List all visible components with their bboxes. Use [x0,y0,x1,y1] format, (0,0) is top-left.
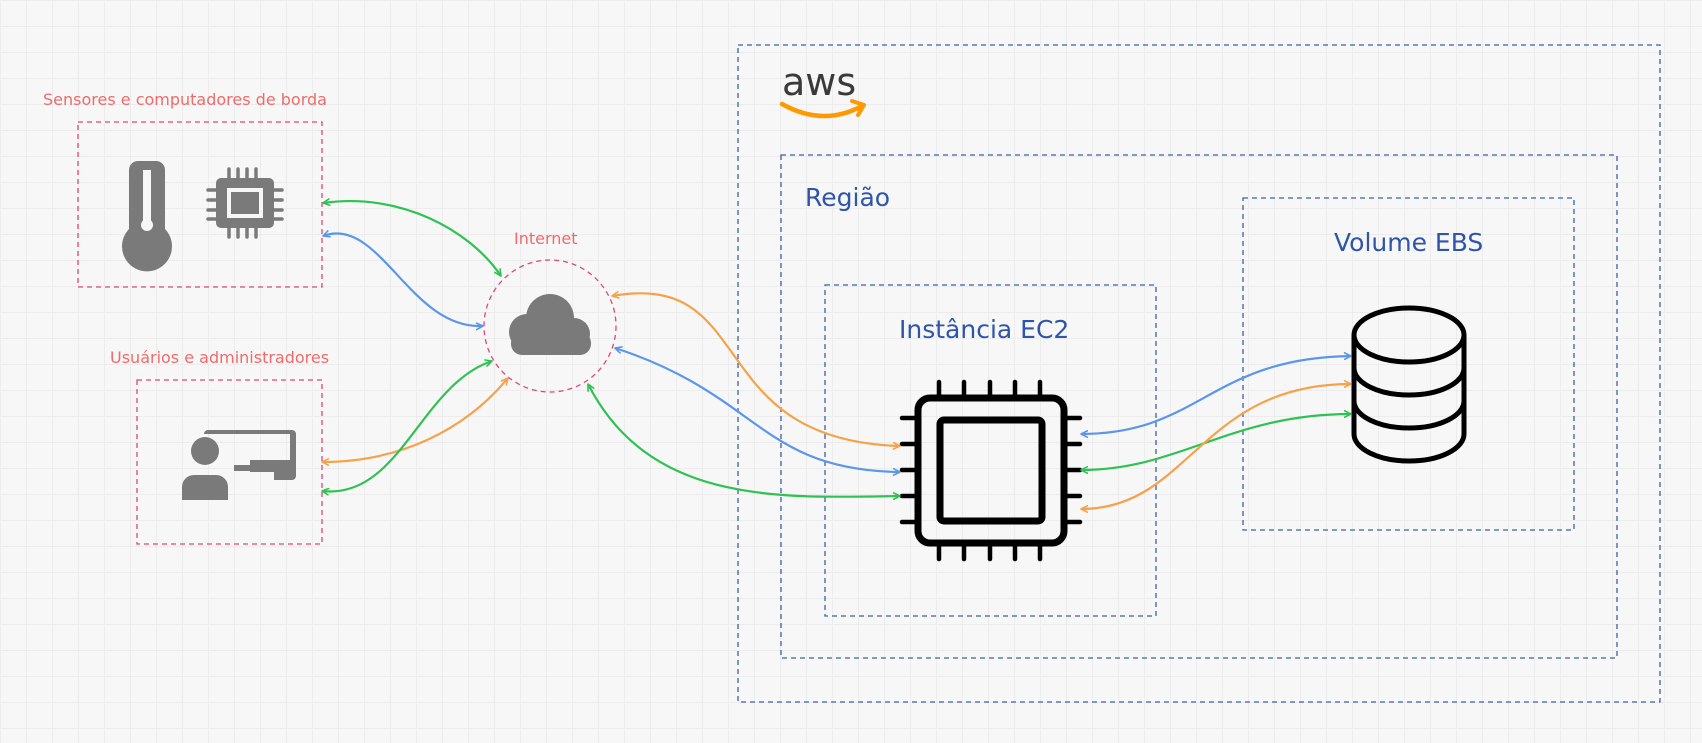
ebs-volume-boundary [1242,197,1575,531]
users-internet-arrow-orange [321,377,509,466]
ec2-ebs-arrow-green [1080,410,1352,474]
edge-internet-arrow-blue [322,229,484,331]
chip-icon [206,167,284,239]
region-boundary [780,154,1618,659]
aws-logo: aws [779,60,866,119]
thermometer-icon [122,161,173,272]
edge-devices-group [77,121,323,288]
edge-group-label: Sensores e computadores de borda [43,90,327,109]
cloud-icon [509,294,591,355]
users-group-label: Usuários e administradores [110,348,330,367]
processor-icon [899,379,1083,562]
edge-internet-arrow-green [322,198,502,277]
ebs-label: Volume EBS [1334,228,1484,257]
users-internet-arrow-green [321,359,493,496]
aws-logo-text: aws [782,60,856,104]
users-group [136,379,323,545]
ec2-ebs-arrow-orange [1080,380,1352,513]
region-label: Região [805,183,891,212]
database-icon [1351,305,1467,464]
user-screen-icon [182,430,296,500]
aws-smile [779,101,865,119]
internet-label: Internet [514,229,578,248]
aws-cloud-boundary [737,44,1661,703]
ec2-ebs-arrow-blue [1080,352,1352,438]
internet-ec2-arrow-blue [614,346,901,476]
internet-ec2-arrow-green [587,383,901,501]
ec2-label: Instância EC2 [899,315,1070,344]
internet-ec2-arrow-orange [611,290,901,450]
